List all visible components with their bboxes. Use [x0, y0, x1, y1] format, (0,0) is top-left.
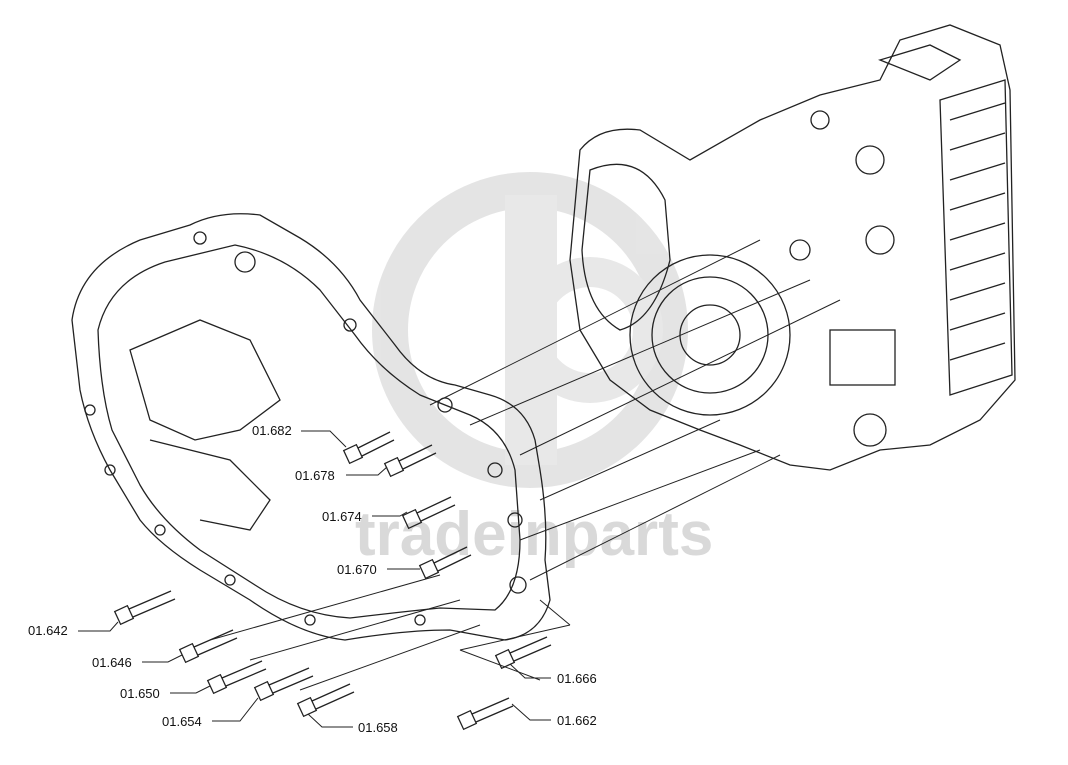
bolt-01-678 — [383, 444, 437, 478]
bolt-01-654 — [253, 667, 314, 702]
callout-label: 01.670 — [337, 562, 377, 577]
clutch-housing — [71, 213, 551, 641]
bolt-01-658 — [296, 683, 355, 718]
watermark-logo — [372, 172, 688, 488]
callout-label: 01.678 — [295, 468, 335, 483]
bolt-01-662 — [456, 697, 514, 731]
bolt-01-674 — [401, 496, 456, 530]
bolt-01-650 — [206, 660, 267, 695]
callout-label: 01.650 — [120, 686, 160, 701]
bolt-01-670 — [418, 546, 472, 580]
callout-label: 01.682 — [252, 423, 292, 438]
callout-label: 01.642 — [28, 623, 68, 638]
bolt-01-642 — [113, 590, 176, 626]
bolts — [113, 431, 552, 731]
bolt-01-666 — [494, 636, 552, 670]
callout-label: 01.674 — [322, 509, 362, 524]
assembly-lines — [209, 239, 841, 691]
bolt-01-646 — [178, 629, 238, 664]
leader-lines — [78, 430, 551, 728]
gearbox-housing — [569, 24, 1016, 471]
bolt-01-682 — [342, 431, 395, 465]
callout-label: 01.666 — [557, 671, 597, 686]
callout-label: 01.662 — [557, 713, 597, 728]
callout-label: 01.658 — [358, 720, 398, 735]
callout-label: 01.654 — [162, 714, 202, 729]
callout-label: 01.646 — [92, 655, 132, 670]
